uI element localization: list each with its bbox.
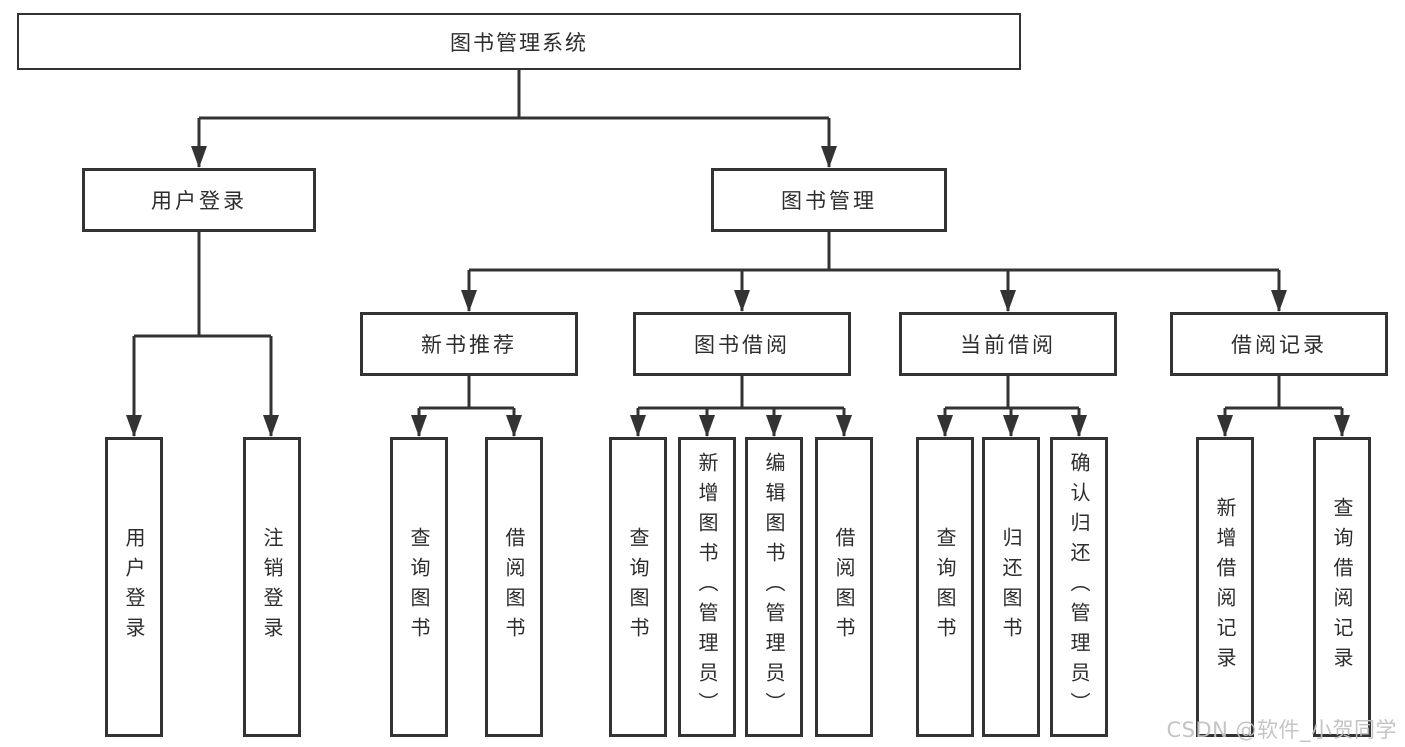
- leaf-logout-login: 注销登录: [243, 437, 301, 737]
- leaf-confirm-return-admin-label: 确认归还（管理员）: [1067, 452, 1091, 722]
- leaf-query-book-borrow-label: 查询图书: [626, 527, 650, 647]
- leaf-add-book-admin: 新增图书（管理员）: [678, 437, 736, 737]
- leaf-query-borrow-record-label: 查询借阅记录: [1330, 497, 1354, 677]
- leaf-edit-book-admin-label: 编辑图书（管理员）: [762, 452, 786, 722]
- node-book-borrow-label: 图书借阅: [694, 333, 790, 357]
- leaf-query-book-recommend: 查询图书: [390, 437, 448, 737]
- csdn-watermark: CSDN @软件_小贺同学: [1166, 718, 1397, 742]
- leaf-borrow-book-recommend-label: 借阅图书: [502, 527, 526, 647]
- leaf-borrow-book-borrow: 借阅图书: [815, 437, 873, 737]
- node-borrow-records-label: 借阅记录: [1231, 333, 1327, 357]
- leaf-borrow-book-recommend: 借阅图书: [485, 437, 543, 737]
- leaf-edit-book-admin: 编辑图书（管理员）: [745, 437, 803, 737]
- leaf-query-book-current-label: 查询图书: [933, 527, 957, 647]
- node-user-login-label: 用户登录: [151, 189, 247, 213]
- node-book-management: 图书管理: [711, 168, 947, 232]
- leaf-borrow-book-borrow-label: 借阅图书: [832, 527, 856, 647]
- leaf-confirm-return-admin: 确认归还（管理员）: [1050, 437, 1108, 737]
- leaf-return-book: 归还图书: [982, 437, 1040, 737]
- node-root-label: 图书管理系统: [450, 30, 588, 55]
- leaf-return-book-label: 归还图书: [999, 527, 1023, 647]
- node-current-borrow: 当前借阅: [899, 312, 1117, 376]
- leaf-user-login: 用户登录: [105, 437, 163, 737]
- leaf-query-book-borrow: 查询图书: [609, 437, 667, 737]
- node-borrow-records: 借阅记录: [1170, 312, 1388, 376]
- node-new-book-recommend-label: 新书推荐: [421, 333, 517, 357]
- node-new-book-recommend: 新书推荐: [360, 312, 578, 376]
- leaf-logout-login-label: 注销登录: [260, 527, 284, 647]
- leaf-query-book-recommend-label: 查询图书: [407, 527, 431, 647]
- node-current-borrow-label: 当前借阅: [960, 333, 1056, 357]
- leaf-query-borrow-record: 查询借阅记录: [1313, 437, 1371, 737]
- leaf-user-login-label: 用户登录: [122, 527, 146, 647]
- leaf-add-borrow-record-label: 新增借阅记录: [1213, 497, 1237, 677]
- node-book-management-label: 图书管理: [781, 189, 877, 213]
- node-user-login: 用户登录: [82, 168, 316, 232]
- leaf-query-book-current: 查询图书: [916, 437, 974, 737]
- node-root: 图书管理系统: [17, 13, 1021, 70]
- leaf-add-book-admin-label: 新增图书（管理员）: [695, 452, 719, 722]
- leaf-add-borrow-record: 新增借阅记录: [1196, 437, 1254, 737]
- node-book-borrow: 图书借阅: [633, 312, 851, 376]
